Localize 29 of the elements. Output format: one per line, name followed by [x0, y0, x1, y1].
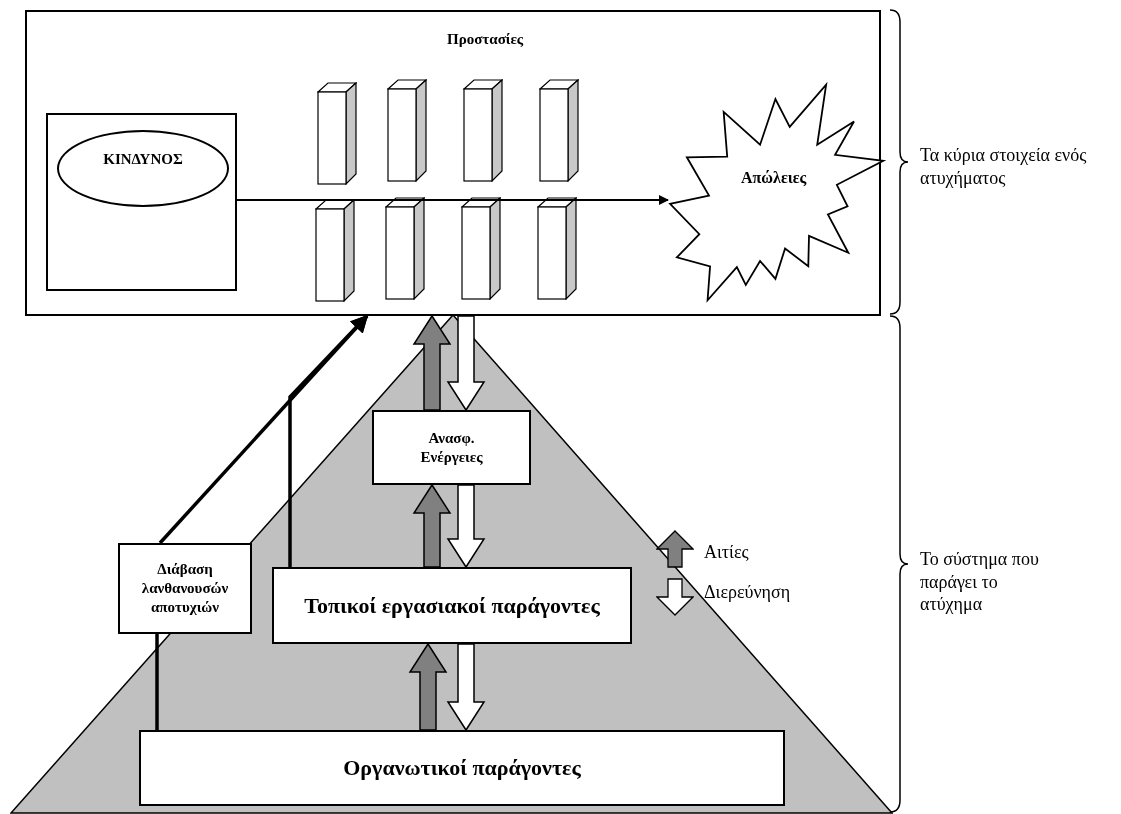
panel-title: Προστασίες: [447, 30, 524, 49]
block-arrow: [446, 643, 486, 732]
barrier-bar: [537, 197, 577, 300]
section-label: Τα κύρια στοιχεία ενός ατυχήματος: [920, 144, 1088, 189]
hazard-ellipse: ΚΙΝΔΥΝΟΣ: [57, 130, 229, 207]
barrier-bar: [387, 79, 427, 182]
barrier-bar: [539, 79, 579, 182]
block-arrow: [412, 483, 452, 568]
barrier-bar: [463, 79, 503, 182]
barrier-bar: [385, 197, 425, 300]
section-label: Το σύστημα που παράγει το ατύχημα: [920, 548, 1040, 616]
legend-label: Διερεύνηση: [704, 582, 791, 603]
barrier-bar: [315, 199, 355, 302]
block-arrow: [412, 314, 452, 411]
arrow: [234, 195, 669, 205]
arrow: [288, 314, 369, 567]
barrier-bar: [317, 82, 357, 185]
connector-line: [155, 634, 159, 730]
legend-label: Αιτίες: [704, 542, 749, 563]
loss-label: Απώλειες: [741, 168, 807, 188]
barrier-bar: [461, 197, 501, 300]
hazard-box: [46, 113, 237, 291]
block-arrow: [446, 484, 486, 569]
process-box: Τοπικοί εργασιακοί παράγοντες: [272, 567, 632, 644]
block-arrow: [446, 315, 486, 412]
process-box: Διάβαση λανθανουσών αποτυχιών: [118, 543, 252, 634]
block-arrow: [408, 642, 448, 731]
process-box: Οργανωτικοί παράγοντες: [139, 730, 785, 806]
process-box: Ανασφ. Ενέργειες: [372, 410, 531, 485]
